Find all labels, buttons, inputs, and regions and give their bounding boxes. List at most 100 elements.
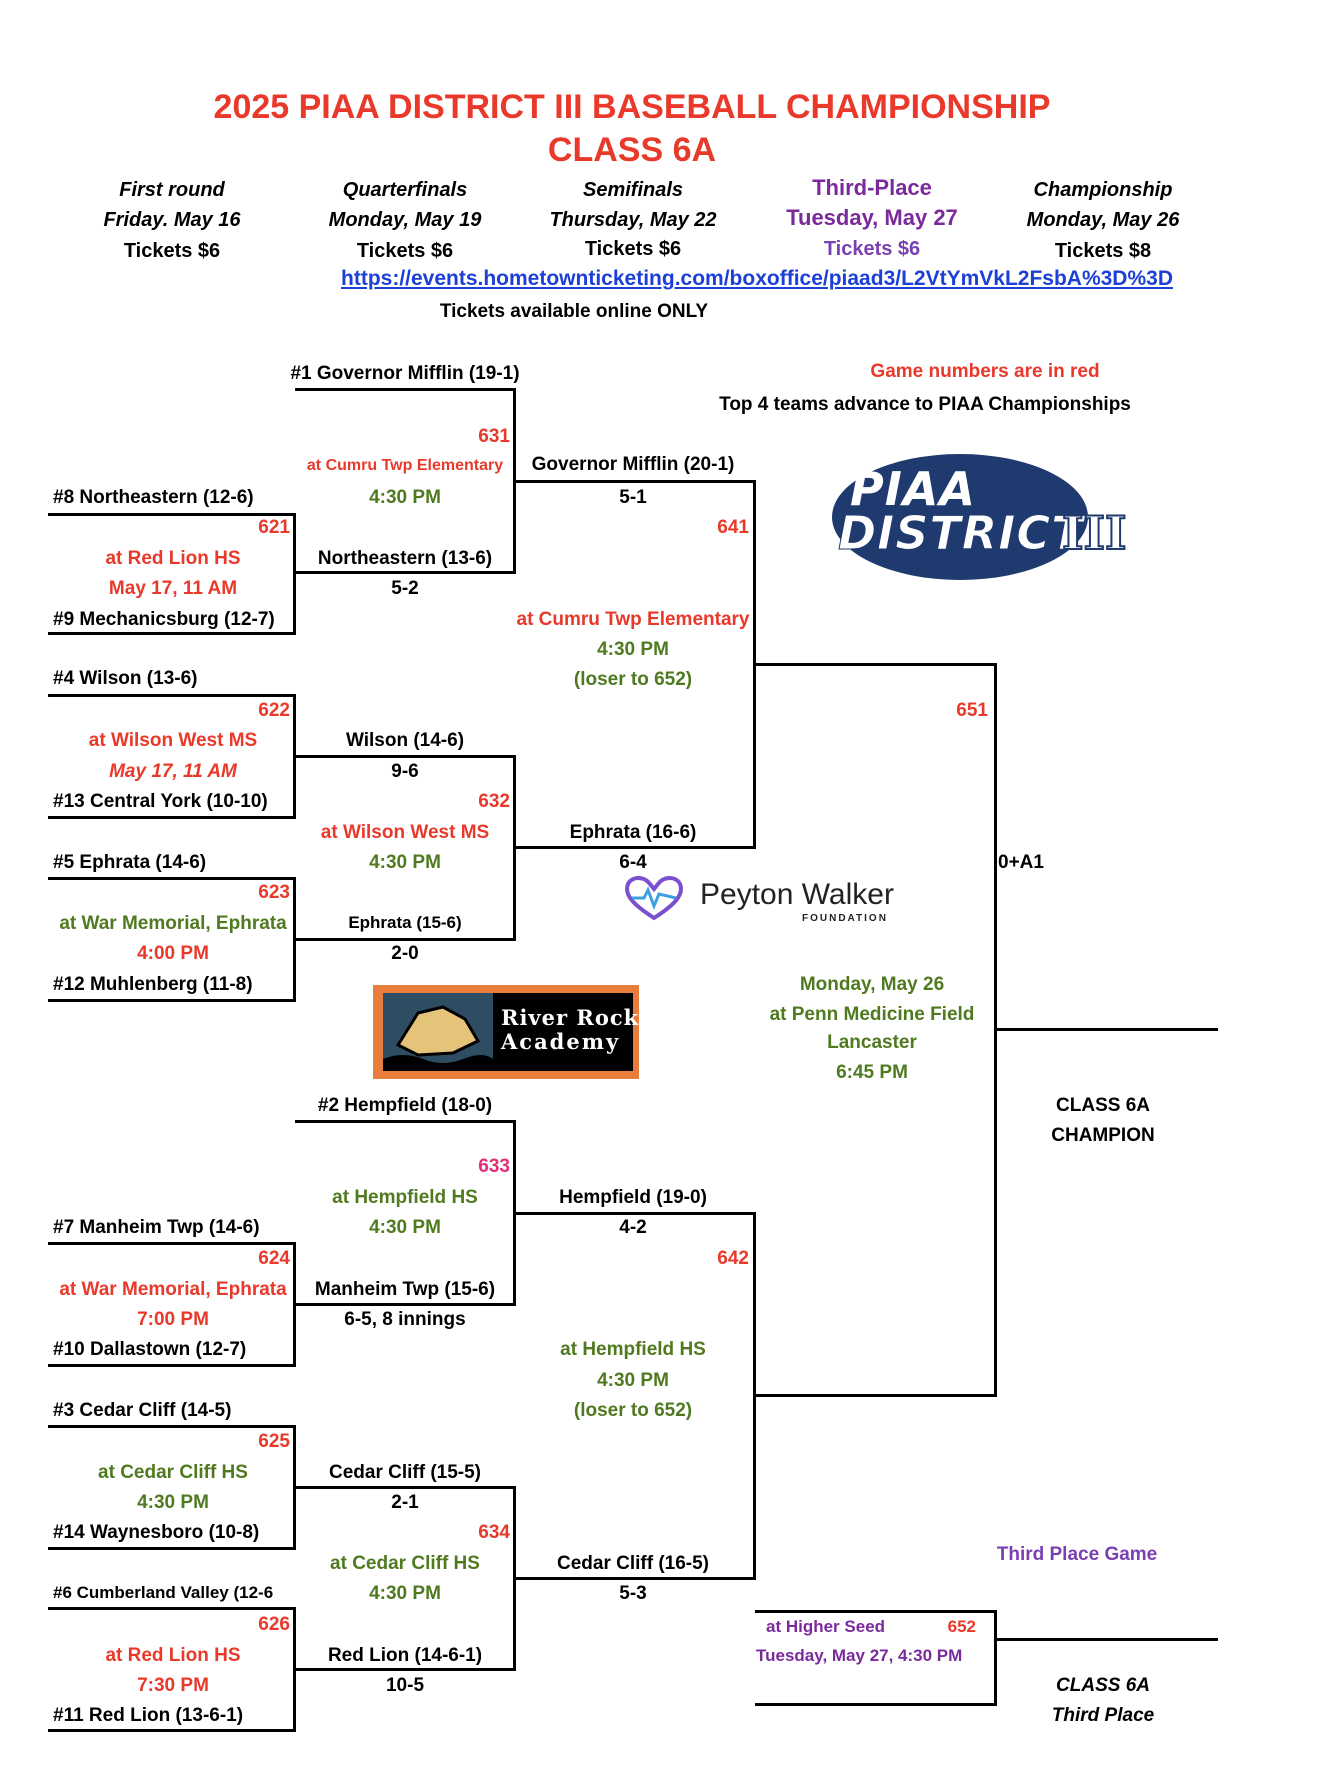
game-number-621: 621 [258, 517, 290, 538]
game-site-634: at Cedar Cliff HS [330, 1553, 480, 1574]
game-time-632: 4:30 PM [369, 852, 441, 873]
round-date-quarterfinals: Monday, May 19 [328, 209, 482, 231]
game-number-624: 624 [258, 1248, 290, 1269]
team-seed-10: #10 Dallastown (12-7) [53, 1339, 247, 1360]
team-seed-12: #12 Muhlenberg (11-8) [53, 974, 253, 995]
round-tickets-third: Tickets $6 [823, 238, 921, 260]
game-site-622: at Wilson West MS [88, 730, 258, 751]
championship-cell-ref: 0+A1 [998, 852, 1044, 873]
game-time-622: May 17, 11 AM [109, 761, 237, 782]
qf-score-5: 2-1 [391, 1492, 419, 1513]
game-time-621: May 17, 11 AM [108, 578, 238, 599]
game-time-631: 4:30 PM [369, 487, 441, 508]
third-place-site: at Higher Seed [766, 1617, 886, 1636]
river-rock-name-line1: River Rock [501, 1005, 640, 1030]
sf-winner-1: Governor Mifflin (20-1) [531, 454, 735, 475]
round-date-semifinals: Thursday, May 22 [549, 209, 717, 231]
game-number-641: 641 [717, 517, 749, 538]
third-place-time: Tuesday, May 27, 4:30 PM [756, 1646, 963, 1665]
round-tickets-championship: Tickets $8 [1054, 240, 1152, 262]
game-site-623: at War Memorial, Ephrata [59, 913, 287, 934]
district-logo-text: DISTRICT [837, 506, 1084, 560]
game-site-625: at Cedar Cliff HS [98, 1462, 248, 1483]
game-number-633: 633 [478, 1156, 510, 1177]
game-site-624: at War Memorial, Ephrata [59, 1279, 287, 1300]
team-seed-8: #8 Northeastern (12-6) [53, 487, 254, 508]
game-site-633: at Hempfield HS [332, 1187, 478, 1208]
piaa-logo-oval [832, 454, 1088, 580]
team-seed-11: #11 Red Lion (13-6-1) [53, 1705, 244, 1726]
ticket-note: Tickets available online ONLY [439, 301, 709, 322]
team-seed-4: #4 Wilson (13-6) [53, 668, 198, 689]
district-roman-numeral: III [1061, 506, 1128, 560]
round-name-championship: Championship [1033, 179, 1173, 201]
game-site-642: at Hempfield HS [560, 1339, 706, 1360]
page-title: 2025 PIAA DISTRICT III BASEBALL CHAMPION… [213, 88, 1051, 126]
game-time-633: 4:30 PM [369, 1217, 441, 1238]
game-site-632: at Wilson West MS [320, 822, 490, 843]
game-time-642: 4:30 PM [597, 1370, 669, 1391]
game-time-634: 4:30 PM [369, 1583, 441, 1604]
piaa-logo-text: PIAA [850, 462, 977, 516]
game-number-652: 652 [947, 1617, 976, 1636]
peyton-walker-sub: FOUNDATION [802, 913, 888, 924]
sf-score-2: 6-4 [619, 852, 647, 873]
championship-site: at Penn Medicine Field [769, 1004, 975, 1025]
game-number-651: 651 [956, 700, 988, 721]
ticket-link[interactable]: https://events.hometownticketing.com/box… [341, 267, 1173, 290]
sf-score-3: 4-2 [619, 1217, 647, 1238]
qf-winner-6: Red Lion (14-6-1) [327, 1645, 483, 1666]
page-subtitle: CLASS 6A [547, 131, 717, 169]
game-number-622: 622 [258, 700, 290, 721]
heart-icon [625, 876, 683, 921]
championship-date: Monday, May 26 [799, 974, 945, 995]
qf-winner-1: Northeastern (13-6) [317, 548, 493, 569]
team-seed-1: #1 Governor Mifflin (19-1) [290, 363, 520, 384]
round-name-quarterfinals: Quarterfinals [342, 179, 468, 201]
round-name-third: Third-Place [812, 175, 932, 200]
game-number-631: 631 [478, 426, 510, 447]
game-time-625: 4:30 PM [137, 1492, 209, 1513]
team-seed-14: #14 Waynesboro (10-8) [53, 1522, 260, 1543]
third-place-title: Third Place Game [996, 1544, 1158, 1565]
team-seed-5: #5 Ephrata (14-6) [53, 852, 207, 873]
championship-city: Lancaster [827, 1032, 917, 1053]
qf-score-1: 5-2 [391, 578, 419, 599]
third-place-label-2: Third Place [1051, 1705, 1155, 1726]
river-rock-name-line2: Academy [501, 1029, 621, 1054]
game-number-634: 634 [478, 1522, 510, 1543]
game-number-642: 642 [717, 1248, 749, 1269]
river-rock-academy-logo: River Rock Academy [373, 985, 639, 1079]
game-time-623: 4:00 PM [137, 943, 209, 964]
round-name-semifinals: Semifinals [582, 179, 684, 201]
round-tickets-first: Tickets $6 [123, 240, 221, 262]
game-site-621: at Red Lion HS [105, 548, 241, 569]
game-note-641: (loser to 652) [573, 669, 693, 690]
game-site-641: at Cumru Twp Elementary [516, 609, 750, 630]
round-tickets-semifinals: Tickets $6 [584, 238, 682, 260]
team-seed-6: #6 Cumberland Valley (12-6 [53, 1583, 274, 1602]
game-number-625: 625 [258, 1431, 290, 1452]
qf-score-4: 6-5, 8 innings [344, 1309, 466, 1330]
peyton-walker-name: Peyton Walker [700, 878, 894, 911]
piaa-district-logo: PIAA DISTRICT III [830, 452, 1140, 582]
sf-winner-2: Ephrata (16-6) [569, 822, 697, 843]
game-time-624: 7:00 PM [137, 1309, 209, 1330]
game-number-632: 632 [478, 791, 510, 812]
round-date-first: Friday. May 16 [103, 209, 241, 231]
team-seed-13: #13 Central York (10-10) [53, 791, 268, 812]
round-name-first: First round [119, 179, 225, 201]
peyton-walker-logo: Peyton Walker FOUNDATION [622, 870, 922, 930]
sf-score-1: 5-1 [619, 487, 647, 508]
champion-label-2: CHAMPION [1051, 1125, 1155, 1146]
sf-winner-3: Hempfield (19-0) [559, 1187, 707, 1208]
game-number-626: 626 [258, 1614, 290, 1635]
qf-score-6: 10-5 [385, 1675, 425, 1696]
team-seed-2: #2 Hempfield (18-0) [317, 1095, 493, 1116]
team-seed-7: #7 Manheim Twp (14-6) [53, 1217, 260, 1238]
game-numbers-note: Game numbers are in red [870, 361, 1100, 382]
game-number-623: 623 [258, 882, 290, 903]
qf-score-2: 9-6 [391, 761, 419, 782]
team-seed-9: #9 Mechanicsburg (12-7) [53, 609, 275, 630]
game-time-626: 7:30 PM [137, 1675, 209, 1696]
